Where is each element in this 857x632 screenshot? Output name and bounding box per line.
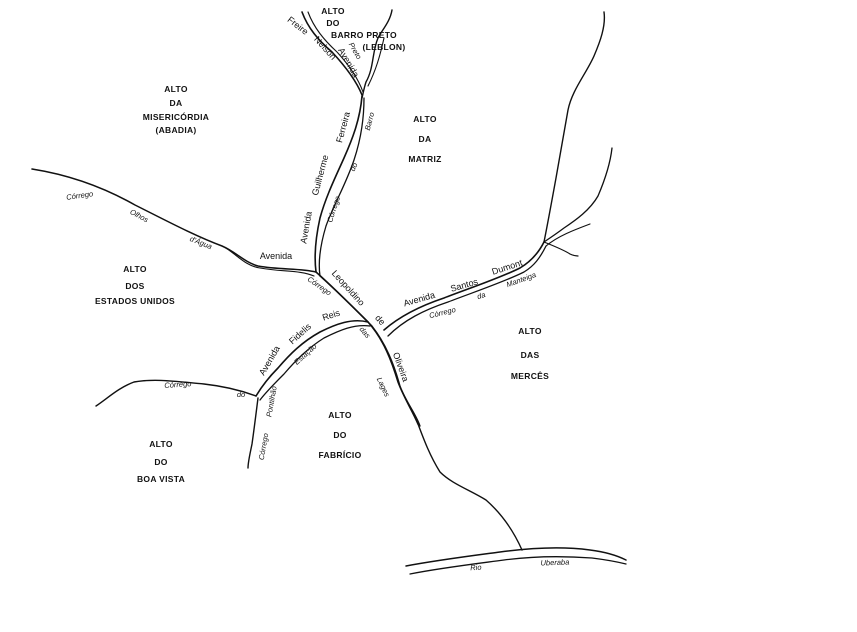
region-line: DA — [170, 98, 183, 108]
nelson-freire-road — [301, 11, 363, 96]
barro-preto-creek-top — [361, 9, 393, 99]
olhos-dagua-creek — [31, 168, 317, 273]
creek-labels: Preto Barro do Córrego Córrego Olhos d'Á… — [66, 41, 570, 573]
pontilhao-creek — [247, 397, 259, 469]
street-label-ferreira: Ferreira — [334, 111, 352, 144]
fidelis-reis-avenue — [255, 319, 369, 397]
creek-label-lages: Lages — [375, 376, 392, 399]
street-label-guilherme: Guilherme — [310, 154, 330, 197]
region-line: ALTO — [149, 439, 173, 449]
region-line: ALTO — [164, 84, 188, 94]
region-labels: ALTO DO BARRO PRETO (LEBLON) ALTO DA MIS… — [95, 6, 549, 484]
west-avenida — [225, 247, 315, 277]
creek-label-corrego-barro: Córrego — [325, 195, 342, 224]
east-creek-branch-2 — [545, 223, 591, 247]
region-line: (ABADIA) — [155, 125, 196, 135]
northeast-creek-branch — [543, 147, 613, 243]
street-label-freire: Freire — [286, 14, 311, 36]
creek-label-olhos: Olhos — [128, 207, 150, 224]
region-line: ALTO — [518, 326, 542, 336]
region-line: ESTADOS UNIDOS — [95, 296, 175, 306]
street-label-fidelis: Fidelis — [287, 321, 313, 346]
creek-label-corrego-lower: Córrego — [257, 432, 271, 460]
pontilhao-west-branch — [95, 379, 257, 407]
region-line: MERCÊS — [511, 370, 549, 381]
street-labels: Freire Nelson Avenida Avenida Guilherme … — [257, 14, 524, 383]
street-label-avenida-west: Avenida — [260, 251, 292, 261]
street-label-avenida-guilherme: Avenida — [298, 211, 313, 245]
creek-label-pontilhao: Pontilhão — [264, 385, 278, 417]
creek-label-das: das — [358, 325, 373, 340]
region-line: DO — [154, 457, 167, 467]
santos-dumont-avenue — [383, 241, 545, 331]
street-label-de: de — [373, 313, 387, 327]
creek-label-do: do — [348, 161, 360, 172]
region-alto-da-misericordia: ALTO DA MISERICÓRDIA (ABADIA) — [143, 84, 209, 135]
region-line: ALTO — [321, 6, 345, 16]
lajes-creek — [319, 275, 421, 427]
region-line: DAS — [521, 350, 540, 360]
region-line: MISERICÓRDIA — [143, 111, 209, 122]
region-alto-do-boa-vista: ALTO DO BOA VISTA — [137, 439, 185, 484]
region-line: DA — [419, 134, 432, 144]
street-label-avenida-santos: Avenida — [402, 290, 436, 309]
street-label-reis: Reis — [321, 307, 342, 322]
northeast-creek-long — [543, 11, 606, 243]
street-label-avenida-fidelis: Avenida — [257, 344, 282, 377]
region-line: FABRÍCIO — [318, 450, 361, 460]
river-label-uberaba: Uberaba — [540, 558, 569, 568]
east-creek-branch — [543, 241, 579, 257]
creek-label-barro: Barro — [363, 111, 376, 131]
guilherme-ferreira-creek — [318, 97, 365, 277]
creek-label-do-pontilhao: do — [237, 390, 245, 399]
manteiga-creek — [387, 245, 547, 337]
creek-label-estacao: Estação — [292, 342, 318, 367]
region-alto-do-barro-preto: ALTO DO BARRO PRETO (LEBLON) — [321, 6, 405, 52]
region-line: BARRO PRETO — [331, 30, 397, 40]
region-alto-dos-estados-unidos: ALTO DOS ESTADOS UNIDOS — [95, 264, 175, 306]
creek-label-corrego-pontilhao: Córrego — [164, 379, 192, 390]
estacao-creek — [259, 324, 371, 401]
nelson-freire-road-edge — [307, 11, 364, 93]
river-label-rio: Rio — [470, 563, 482, 573]
region-alto-da-matriz: ALTO DA MATRIZ — [408, 114, 441, 164]
region-line: (LEBLON) — [362, 42, 405, 52]
lajes-creek-lower — [417, 423, 523, 551]
barro-preto-creek-edge — [367, 37, 385, 87]
guilherme-ferreira-avenue — [314, 95, 363, 273]
region-line: DO — [333, 430, 346, 440]
rio-uberaba-lower — [409, 556, 627, 575]
creek-label-corrego-olhos: Córrego — [66, 189, 94, 202]
region-line: ALTO — [123, 264, 147, 274]
creek-label-da: da — [476, 290, 487, 301]
region-line: BOA VISTA — [137, 474, 185, 484]
region-line: DO — [326, 18, 339, 28]
region-alto-das-merces: ALTO DAS MERCÊS — [511, 326, 549, 381]
map-lines — [31, 9, 627, 575]
creek-label-corrego-lajes: Córrego — [306, 274, 333, 297]
region-alto-do-fabricio: ALTO DO FABRÍCIO — [318, 410, 361, 460]
rio-uberaba-upper — [405, 547, 627, 567]
region-line: ALTO — [328, 410, 352, 420]
region-line: MATRIZ — [408, 154, 441, 164]
region-line: DOS — [125, 281, 144, 291]
region-line: ALTO — [413, 114, 437, 124]
leopoldino-avenue — [315, 271, 419, 425]
